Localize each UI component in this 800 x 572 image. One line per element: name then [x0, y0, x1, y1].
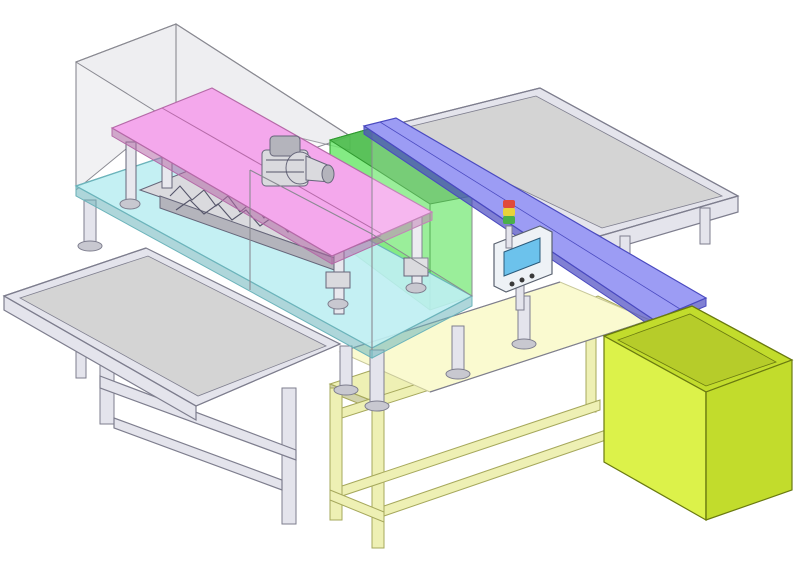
right-conveyor-leg	[699, 207, 711, 245]
signal-tower-light-icon	[503, 200, 515, 249]
control-panel-button	[519, 277, 525, 283]
left-conveyor-belt	[19, 255, 327, 397]
left-conveyor-crossbar	[113, 417, 283, 491]
mechanism-bracket	[403, 257, 429, 277]
mechanism-column	[125, 141, 137, 209]
table-leg	[451, 325, 465, 375]
signal-light-green	[503, 216, 515, 224]
left-conveyor-crossbar	[99, 375, 297, 461]
base-frame-lower-rail	[341, 399, 601, 497]
right-conveyor	[378, 87, 740, 277]
signal-light-red	[503, 200, 515, 208]
right-conveyor-belt	[394, 95, 724, 229]
control-panel-button	[529, 273, 535, 279]
collection-bin-icon	[602, 305, 794, 522]
control-panel-button	[509, 281, 515, 287]
motor-gearbox-icon	[261, 135, 335, 187]
left-conveyor	[2, 247, 342, 525]
mechanism-bracket	[325, 271, 351, 289]
table-leg	[83, 199, 97, 247]
control-panel-screen	[503, 237, 541, 277]
signal-light-yellow	[503, 208, 515, 216]
table-leg	[339, 345, 353, 389]
